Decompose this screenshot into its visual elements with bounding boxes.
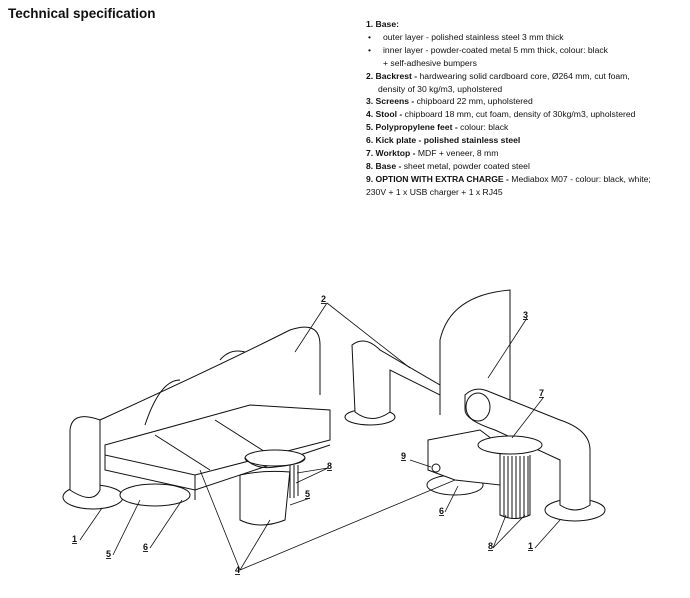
- spec-item-7: 7. Worktop - MDF + veneer, 8 mm: [366, 147, 686, 160]
- spec-item-9-cont: 230V + 1 x USB charger + 1 x RJ45: [366, 186, 503, 197]
- spec-heading: 5. Polypropylene feet -: [366, 122, 458, 133]
- callout-5: 5: [106, 549, 111, 559]
- spec-heading: 3. Screens -: [366, 96, 415, 107]
- callout-8: 8: [327, 461, 332, 471]
- spec-heading: 8. Base -: [366, 160, 402, 171]
- spec-text: chipboard 22 mm, upholstered: [414, 96, 533, 107]
- spec-item-1-bullet-cont: + self-adhesive bumpers: [383, 57, 477, 68]
- spec-item-2-cont: density of 30 kg/m3, upholstered: [378, 83, 503, 94]
- spec-item-4: 4. Stool - chipboard 18 mm, cut foam, de…: [366, 108, 686, 121]
- spec-item-2: 2. Backrest - hardwearing solid cardboar…: [366, 70, 686, 83]
- spec-text: chipboard 18 mm, cut foam, density of 30…: [402, 109, 636, 120]
- spec-heading: 4. Stool -: [366, 109, 403, 120]
- spec-heading: 7. Worktop -: [366, 148, 416, 159]
- callout-2: 2: [321, 294, 326, 304]
- callout-9: 9: [401, 451, 406, 461]
- spec-item-1-heading: 1. Base:: [366, 19, 399, 29]
- callout-8: 8: [488, 541, 493, 551]
- spec-heading: 9. OPTION WITH EXTRA CHARGE -: [366, 173, 509, 184]
- sofa-drawing: [62, 326, 331, 526]
- workstation-drawing: [344, 289, 606, 522]
- spec-item-1-bullet: inner layer - powder-coated metal 5 mm t…: [366, 44, 686, 57]
- spec-item-1-bullet: outer layer - polished stainless steel 3…: [366, 31, 686, 44]
- spec-text: MDF + veneer, 8 mm: [415, 148, 499, 159]
- callout-1: 1: [528, 541, 533, 551]
- spec-heading: 6. Kick plate - polished stainless steel: [366, 135, 521, 146]
- specification-list: 1. Base: outer layer - polished stainles…: [366, 18, 686, 199]
- spec-text: sheet metal, powder coated steel: [401, 160, 530, 171]
- spec-item-6: 6. Kick plate - polished stainless steel: [366, 134, 686, 147]
- callout-1: 1: [72, 534, 77, 544]
- spec-item-8: 8. Base - sheet metal, powder coated ste…: [366, 160, 686, 173]
- spec-item-5: 5. Polypropylene feet - colour: black: [366, 121, 686, 134]
- spec-heading: 2. Backrest -: [366, 70, 418, 81]
- spec-item-3: 3. Screens - chipboard 22 mm, upholstere…: [366, 95, 686, 108]
- page-title: Technical specification: [8, 6, 156, 21]
- spec-text: hardwearing solid cardboard core, Ø264 m…: [417, 70, 630, 81]
- spec-text: Mediabox M07 - colour: black, white;: [508, 173, 651, 184]
- callout-6: 6: [439, 506, 444, 516]
- callout-4: 4: [235, 565, 240, 575]
- callout-7: 7: [539, 388, 544, 398]
- spec-item-9: 9. OPTION WITH EXTRA CHARGE - Mediabox M…: [366, 173, 686, 186]
- spec-text: colour: black: [457, 122, 509, 133]
- callout-6: 6: [143, 542, 148, 552]
- leader-lines: [79, 302, 561, 571]
- callout-5: 5: [305, 489, 310, 499]
- callout-3: 3: [523, 310, 528, 320]
